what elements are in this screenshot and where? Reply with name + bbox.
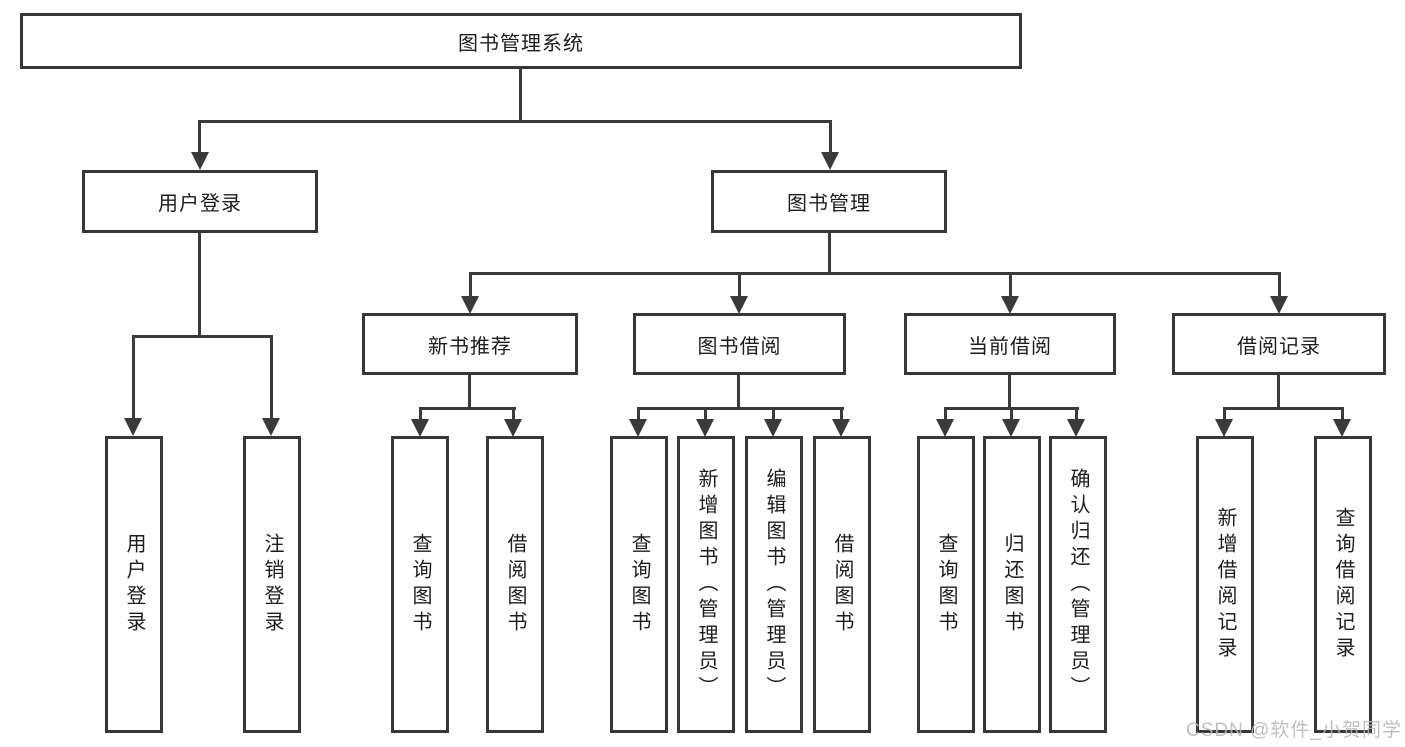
node-book-management: 图书管理 [711, 170, 947, 233]
tree-line [828, 233, 831, 272]
tree-line [737, 375, 740, 407]
arrow-down-icon [504, 419, 522, 437]
tree-line [198, 120, 201, 152]
tree-line [1223, 407, 1226, 421]
tree-line [512, 407, 515, 421]
leaf-query-books-current: 查询图书 [917, 436, 975, 733]
leaf-query-books-recommend: 查询图书 [391, 436, 449, 733]
arrow-down-icon [1270, 296, 1288, 314]
node-current-borrow: 当前借阅 [904, 313, 1116, 375]
arrow-down-icon [832, 419, 850, 437]
tree-line [469, 272, 1281, 275]
tree-line [1278, 272, 1281, 296]
arrow-down-icon [461, 296, 479, 314]
tree-line [772, 407, 775, 421]
leaf-borrow-books-recommend: 借阅图书 [486, 436, 544, 733]
arrow-down-icon [1215, 419, 1233, 437]
watermark: CSDN @软件_小贺同学 [1186, 720, 1402, 741]
arrow-down-icon [124, 418, 142, 436]
tree-line [840, 407, 843, 421]
tree-line [704, 407, 707, 421]
leaf-query-borrow-record: 查询借阅记录 [1314, 436, 1372, 733]
node-borrow-records: 借阅记录 [1172, 313, 1386, 375]
leaf-query-books-borrow: 查询图书 [610, 436, 668, 733]
tree-line [198, 120, 832, 123]
arrow-down-icon [1002, 419, 1020, 437]
arrow-down-icon [629, 419, 647, 437]
leaf-add-borrow-record: 新增借阅记录 [1196, 436, 1254, 733]
leaf-add-book-admin: 新增图书（管理员） [677, 436, 735, 733]
arrow-down-icon [1001, 296, 1019, 314]
tree-line [198, 233, 201, 335]
arrow-down-icon [1067, 419, 1085, 437]
leaf-logout: 注销登录 [243, 436, 301, 733]
tree-line [1008, 375, 1011, 407]
tree-line [944, 407, 947, 421]
tree-line [637, 407, 844, 410]
tree-line [132, 335, 135, 419]
tree-line [132, 335, 273, 338]
node-book-borrow: 图书借阅 [633, 313, 846, 375]
arrow-down-icon [1333, 419, 1351, 437]
tree-line [1075, 407, 1078, 421]
tree-line [519, 69, 522, 120]
tree-line [1341, 407, 1344, 421]
leaf-user-login: 用户登录 [105, 436, 163, 733]
leaf-return-book: 归还图书 [983, 436, 1041, 733]
tree-line [738, 272, 741, 296]
arrow-down-icon [764, 419, 782, 437]
arrow-down-icon [411, 419, 429, 437]
arrow-down-icon [821, 152, 839, 170]
tree-line [1277, 375, 1280, 407]
leaf-confirm-return-admin: 确认归还（管理员） [1049, 436, 1107, 733]
tree-line [1009, 272, 1012, 296]
tree-line [469, 272, 472, 296]
tree-line [1223, 407, 1344, 410]
node-user-login: 用户登录 [82, 170, 318, 233]
tree-line [270, 335, 273, 419]
node-new-book-recommend: 新书推荐 [362, 313, 578, 375]
arrow-down-icon [191, 152, 209, 170]
tree-line [829, 120, 832, 152]
tree-line [637, 407, 640, 421]
tree-line [419, 407, 422, 421]
tree-line [419, 407, 516, 410]
node-root: 图书管理系统 [20, 13, 1022, 69]
tree-line [468, 375, 471, 407]
leaf-edit-book-admin: 编辑图书（管理员） [745, 436, 803, 733]
arrow-down-icon [730, 296, 748, 314]
arrow-down-icon [696, 419, 714, 437]
arrow-down-icon [262, 418, 280, 436]
tree-line [1010, 407, 1013, 421]
arrow-down-icon [936, 419, 954, 437]
leaf-borrow-books-borrow: 借阅图书 [813, 436, 871, 733]
